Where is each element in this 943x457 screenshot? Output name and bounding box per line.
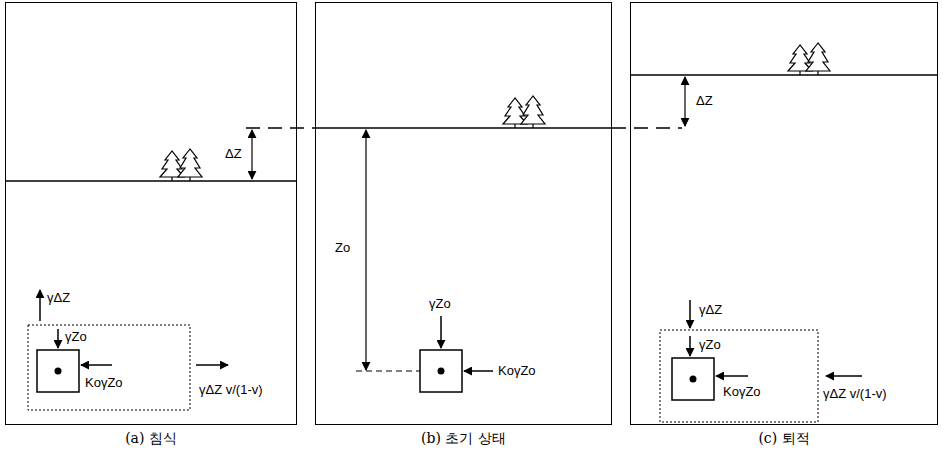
dimension-label: ΔZ	[224, 146, 243, 162]
tree-icon	[160, 149, 202, 181]
stress-label: γΔZ	[698, 302, 723, 318]
stress-element	[672, 358, 714, 400]
stress-element	[420, 350, 462, 392]
dimension-arrow	[684, 77, 685, 126]
dimension-arrow	[251, 130, 252, 179]
stress-label: γΔZ	[46, 290, 71, 306]
stress-label: γΔZ v/(1-v)	[198, 382, 264, 398]
panel-frame: (b) 초기 상태	[315, 2, 612, 425]
stress-arrow	[81, 364, 112, 366]
panel-caption: (c) 퇴적	[631, 430, 937, 448]
stress-arrow	[440, 316, 442, 348]
dotted-box	[660, 330, 818, 422]
stress-arrow	[689, 336, 691, 356]
stress-label: KoγZo	[722, 384, 762, 400]
stress-arrow	[39, 290, 41, 321]
panel-frame: (c) 퇴적	[630, 2, 938, 425]
ground-line	[630, 74, 938, 76]
ground-line	[5, 180, 297, 182]
stress-arrow	[716, 375, 748, 377]
panel-caption: (b) 초기 상태	[316, 430, 611, 448]
stress-label: KoγZo	[84, 375, 124, 391]
reference-dash	[356, 370, 420, 371]
stress-arrow	[464, 370, 493, 372]
stress-arrow	[826, 375, 862, 377]
ground-line	[315, 127, 612, 129]
stress-label: γZo	[428, 296, 452, 312]
stress-arrow	[196, 364, 228, 366]
panel-caption: (a) 침식	[6, 430, 296, 448]
element-dot	[438, 368, 445, 375]
tree-icon	[503, 96, 545, 128]
tree-icon	[788, 43, 830, 75]
reference-dash	[246, 127, 315, 129]
element-dot	[55, 368, 62, 375]
panel-frame: (a) 침식	[5, 2, 297, 425]
reference-dash	[612, 127, 682, 129]
dimension-arrow	[365, 130, 366, 370]
stress-label: KoγZo	[497, 363, 537, 379]
stress-element	[37, 350, 79, 392]
stress-label: γΔZ v/(1-v)	[822, 386, 888, 402]
stress-arrow	[57, 329, 59, 348]
element-dot	[690, 376, 697, 383]
dimension-label: ΔZ	[695, 93, 714, 109]
dimension-label: Zo	[334, 240, 351, 256]
dotted-box	[28, 325, 190, 410]
stress-label: γZo	[64, 329, 88, 345]
stress-arrow	[689, 300, 691, 328]
stress-label: γZo	[698, 337, 722, 353]
